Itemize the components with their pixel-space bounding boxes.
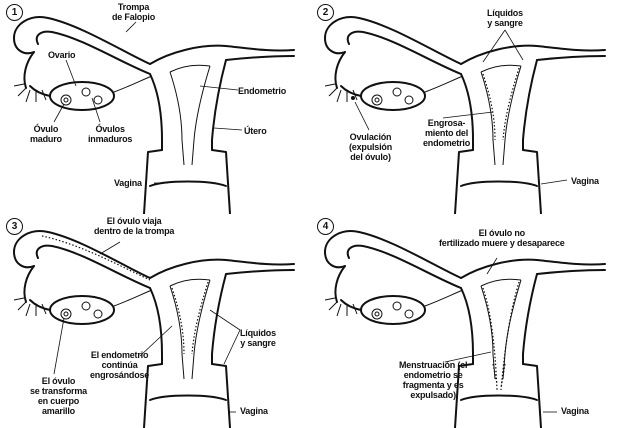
step-number: 2 <box>317 4 334 21</box>
label-ovario: Ovario <box>48 50 75 60</box>
label-vagina: Vagina <box>571 176 599 186</box>
label-utero: Útero <box>244 126 267 136</box>
label-vagina: Vagina <box>114 178 142 188</box>
label-vagina: Vagina <box>561 406 589 416</box>
label-ovulos-inmaduros: Óvulos inmaduros <box>88 124 132 144</box>
anatomy-diagram-1 <box>0 0 310 214</box>
label-liquidos: Líquidos y sangre <box>487 8 523 28</box>
label-ovulo-maduro: Óvulo maduro <box>30 124 62 144</box>
label-ovulacion: Ovulación (expulsión del óvulo) <box>349 132 392 162</box>
label-engrosamiento: Engrosa- miento del endometrio <box>423 118 470 148</box>
panel-4: 4 El óvulo no fertilizado muere y desapa… <box>311 214 621 428</box>
label-no-fertilizado: El óvulo no fertilizado muere y desapare… <box>439 228 565 248</box>
step-number: 1 <box>6 4 23 21</box>
label-trompa: Trompa de Falopio <box>112 2 155 22</box>
label-viaja: El óvulo viaja dentro de la trompa <box>94 216 174 236</box>
step-number: 4 <box>317 218 334 235</box>
step-number: 3 <box>6 218 23 235</box>
label-endometrio: Endometrio <box>238 86 286 96</box>
panel-3: 3 El óvulo viaja dentro de la trompa El … <box>0 214 310 428</box>
label-endometrio-engrosandose: El endometrio continúa engrosándose <box>90 350 149 380</box>
label-liquidos: Líquidos y sangre <box>240 328 276 348</box>
label-vagina: Vagina <box>240 406 268 416</box>
panel-2: 2 Líquidos y sangre Ovulación (expulsión… <box>311 0 621 214</box>
label-cuerpo-amarillo: El óvulo se transforma en cuerpo amarill… <box>30 376 87 416</box>
panel-1: 1 Trompa de Falopio Ovario Endometrio Óv… <box>0 0 310 214</box>
label-menstruacion: Menstruación (el endometrio se fragmenta… <box>399 360 467 400</box>
